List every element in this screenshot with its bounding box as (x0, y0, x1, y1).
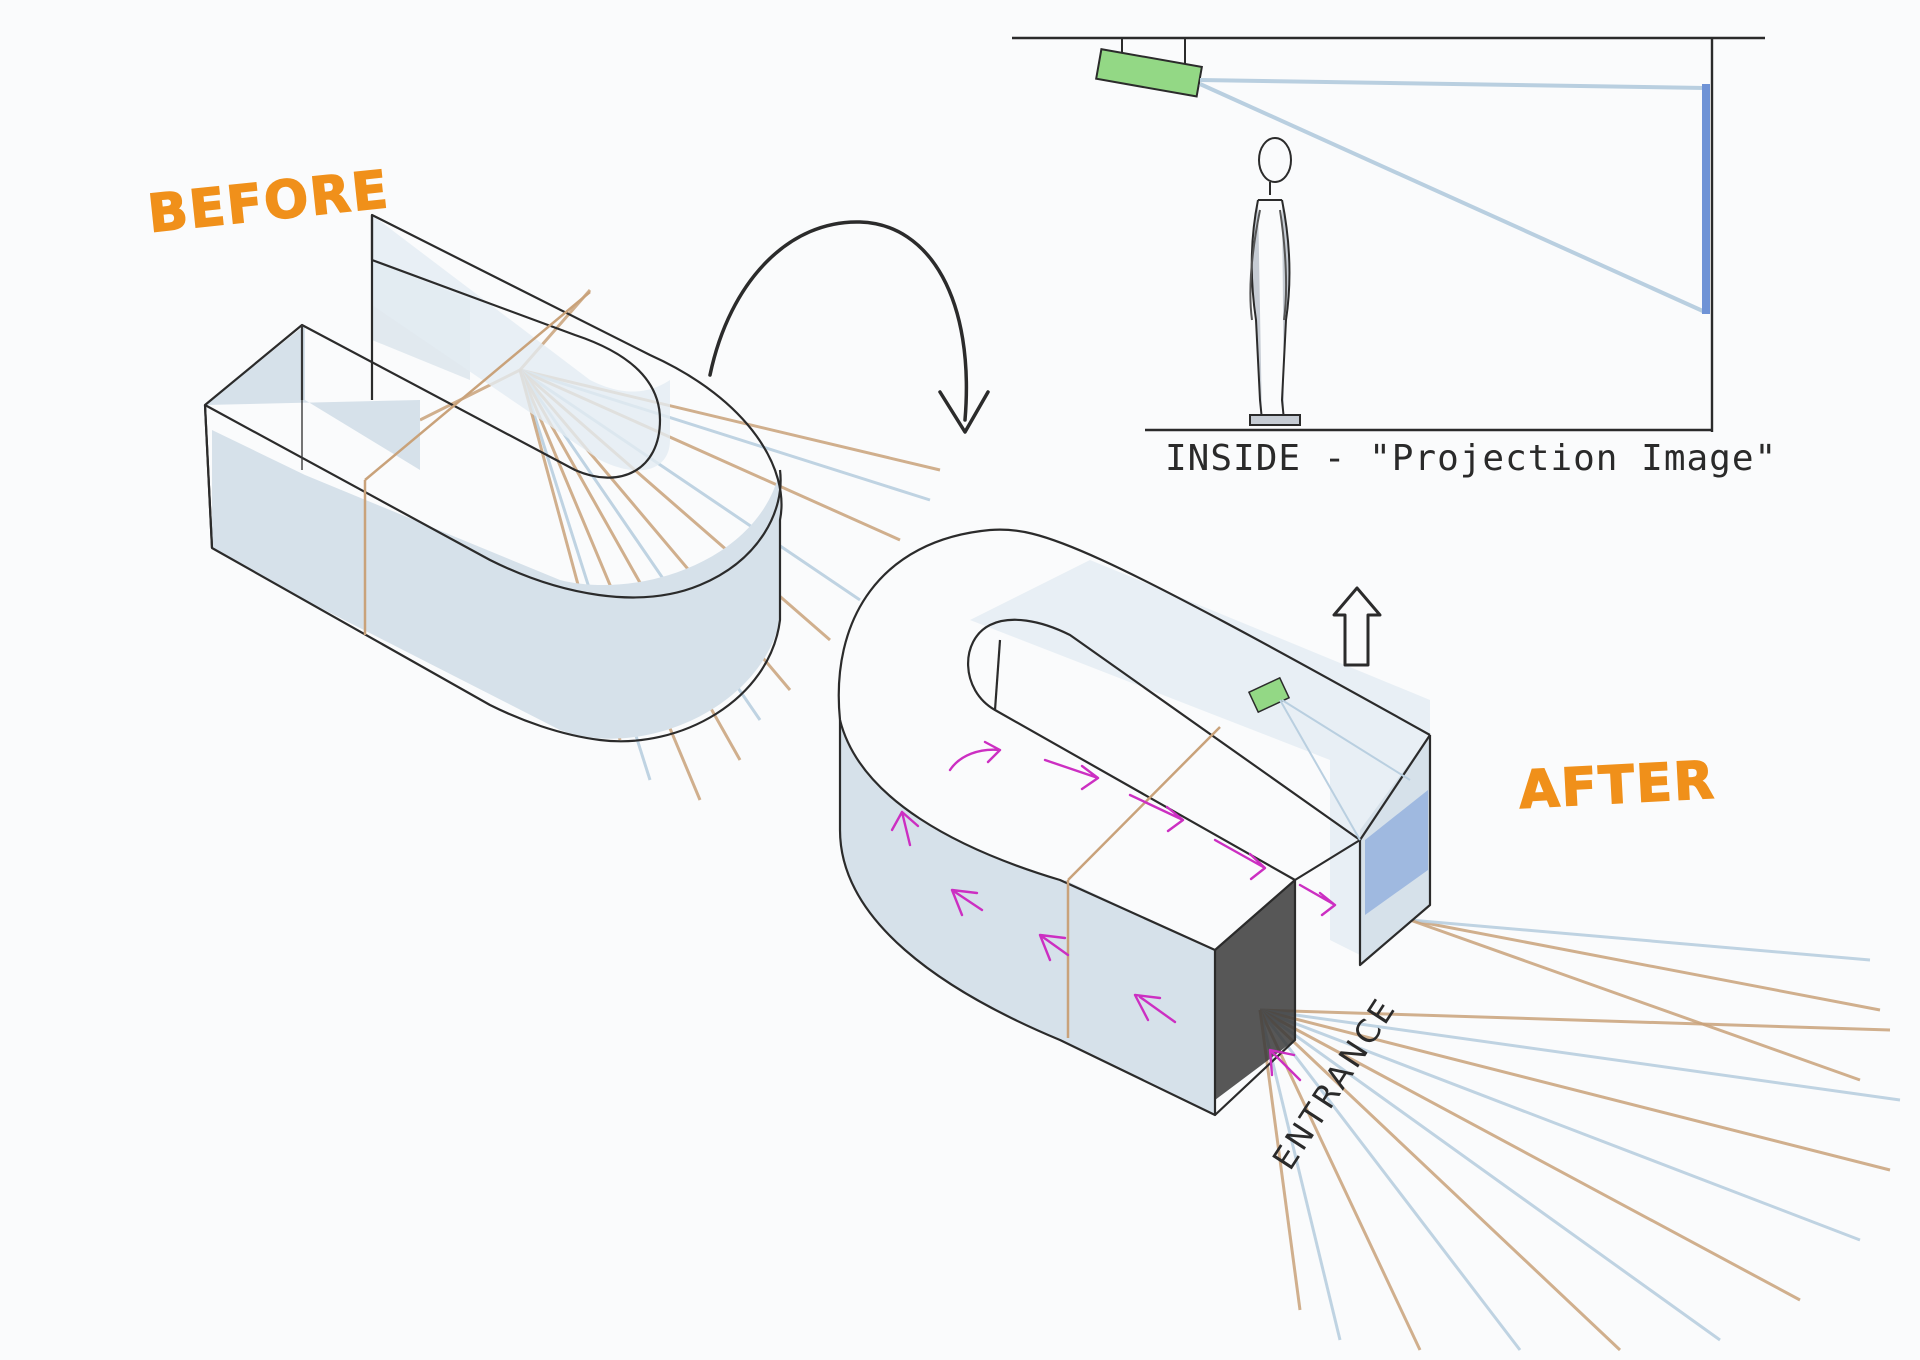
projector-icon (1095, 48, 1204, 98)
up-arrow-icon (1332, 586, 1382, 667)
flow-arrows (890, 740, 1337, 1082)
inside-projection-label: INSIDE - "Projection Image" (1165, 438, 1777, 479)
inside-projection-diagram: INSIDE - "Projection Image" (1012, 36, 1777, 479)
projection-screen (1702, 84, 1710, 314)
before-u-structure (203, 213, 941, 801)
after-u-structure (837, 528, 1901, 1352)
curved-arrow-icon (708, 220, 990, 434)
after-light-rays (1258, 918, 1901, 1352)
after-projector-icon (1247, 676, 1291, 714)
person-figure-icon (1249, 137, 1301, 426)
before-label: BEFORE (145, 160, 392, 245)
after-label: AFTER (1518, 751, 1718, 821)
entrance-doorway (1215, 880, 1295, 1100)
